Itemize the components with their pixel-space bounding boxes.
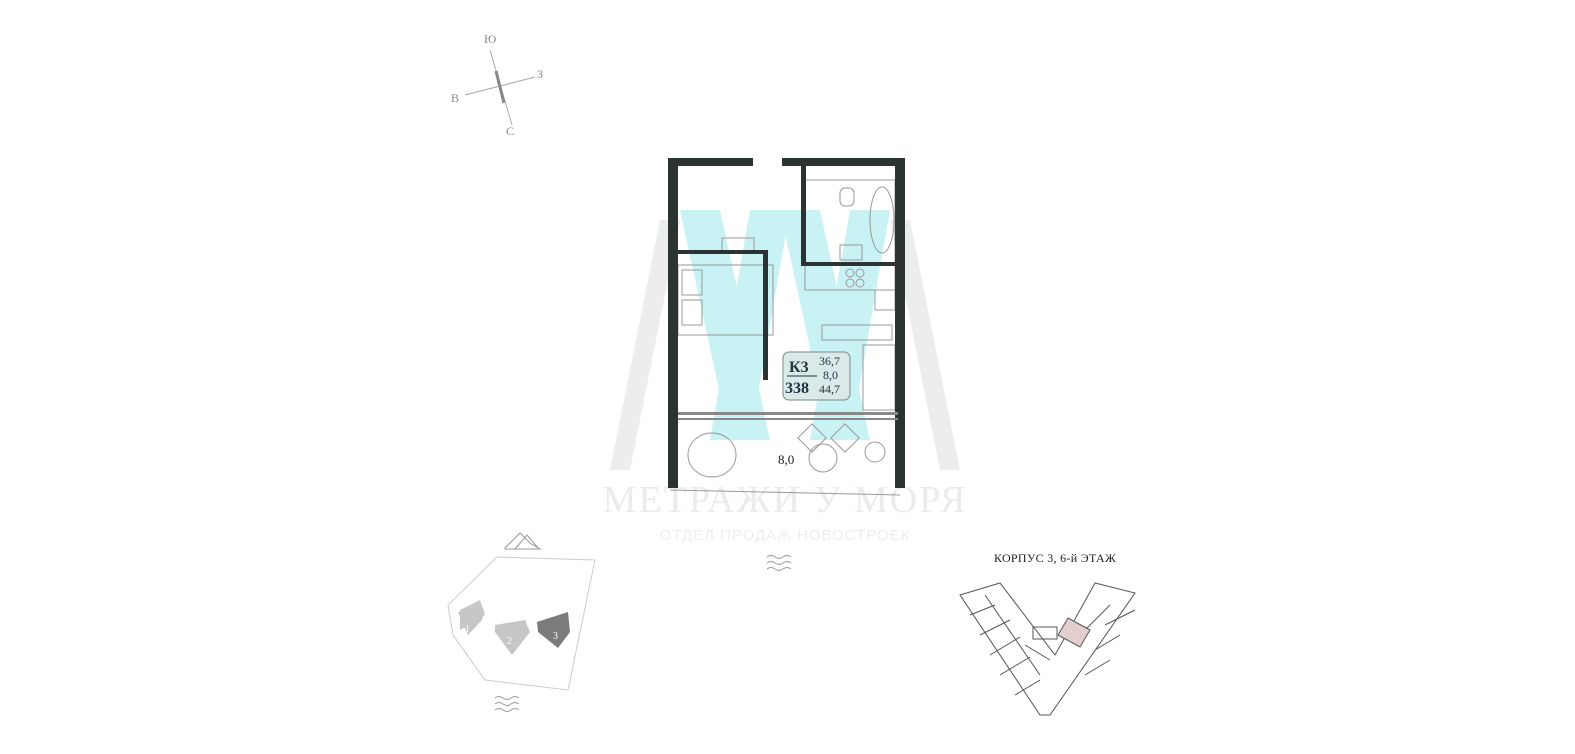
balcony-area-label: 8,0 <box>778 452 794 467</box>
building-1-label: 1 <box>465 624 470 635</box>
site-plan: 1 2 3 <box>447 532 596 712</box>
watermark-subtitle: ОТДЕЛ ПРОДАЖ НОВОСТРОЕК <box>659 527 911 544</box>
building-2[interactable] <box>495 620 530 655</box>
building-2-label: 2 <box>507 636 512 647</box>
building-3-label: 3 <box>553 631 558 642</box>
building-1[interactable] <box>458 610 484 635</box>
building-code: К3 <box>789 359 809 376</box>
total-area: 44,7 <box>819 382 840 396</box>
compass-south: Ю <box>484 32 496 46</box>
compass-east: В <box>451 91 459 105</box>
building-3[interactable] <box>537 612 570 648</box>
apartment-plan: К3 338 36,7 8,0 44,7 8,0 <box>668 158 905 496</box>
balcony-area: 8,0 <box>823 368 838 382</box>
sea-waves-icon <box>766 555 792 571</box>
selected-apartment-highlight[interactable] <box>1057 617 1091 648</box>
compass: Ю З В С <box>451 32 543 138</box>
compass-west: З <box>537 67 543 81</box>
living-area: 36,7 <box>819 354 840 368</box>
floor-plan <box>959 582 1136 716</box>
floor-plan-title: КОРПУС 3, 6-й ЭТАЖ <box>993 551 1117 565</box>
compass-north: С <box>506 124 514 138</box>
apartment-number: 338 <box>785 380 809 397</box>
